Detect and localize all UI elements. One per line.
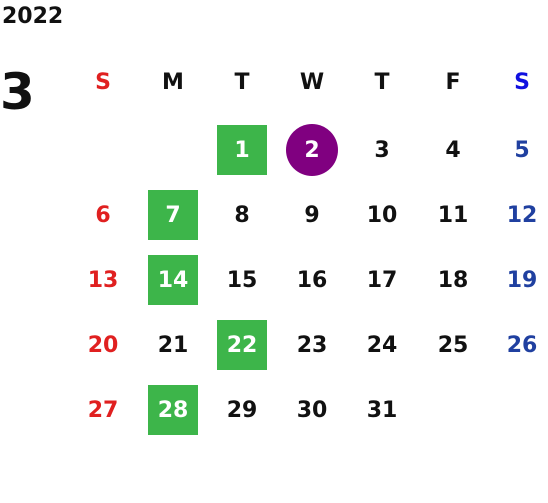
weekday-header-saturday: S <box>514 69 530 95</box>
day-cell[interactable]: 26 <box>492 320 548 370</box>
month-label: 3 <box>0 63 35 121</box>
day-cell-highlighted[interactable]: 7 <box>143 190 203 240</box>
day-cell[interactable]: 12 <box>492 190 548 240</box>
day-number: 4 <box>445 137 461 163</box>
day-number: 30 <box>296 397 328 423</box>
day-number: 8 <box>234 202 250 228</box>
day-cell[interactable]: 13 <box>73 255 133 305</box>
weekday-header-sunday: S <box>95 69 111 95</box>
day-number: 25 <box>437 332 469 358</box>
day-number: 11 <box>437 202 469 228</box>
day-number: 26 <box>506 332 538 358</box>
day-cell-highlighted[interactable]: 22 <box>212 320 272 370</box>
day-cell[interactable]: 27 <box>73 385 133 435</box>
day-number: 7 <box>165 202 181 228</box>
day-cell[interactable]: 19 <box>492 255 548 305</box>
day-cell[interactable]: 23 <box>282 320 342 370</box>
day-cell-highlighted[interactable]: 1 <box>212 125 272 175</box>
day-cell[interactable]: 24 <box>352 320 412 370</box>
day-cell[interactable]: 10 <box>352 190 412 240</box>
day-cell[interactable]: 15 <box>212 255 272 305</box>
day-number: 5 <box>514 137 530 163</box>
day-number: 3 <box>374 137 390 163</box>
day-number: 29 <box>226 397 258 423</box>
day-number: 14 <box>157 267 189 293</box>
day-number: 21 <box>157 332 189 358</box>
day-number: 20 <box>87 332 119 358</box>
day-number: 17 <box>366 267 398 293</box>
weekday-header-monday: M <box>162 69 184 95</box>
day-number: 28 <box>157 397 189 423</box>
day-cell[interactable]: 6 <box>73 190 133 240</box>
day-cell-today[interactable]: 2 <box>282 124 342 176</box>
day-number: 10 <box>366 202 398 228</box>
weekday-header-thursday: T <box>374 69 390 95</box>
day-cell[interactable]: 16 <box>282 255 342 305</box>
day-number: 27 <box>87 397 119 423</box>
day-cell-highlighted[interactable]: 14 <box>143 255 203 305</box>
day-cell[interactable]: 30 <box>282 385 342 435</box>
day-cell[interactable]: 3 <box>352 125 412 175</box>
day-number: 16 <box>296 267 328 293</box>
day-number: 15 <box>226 267 258 293</box>
day-cell[interactable]: 8 <box>212 190 272 240</box>
day-cell[interactable]: 17 <box>352 255 412 305</box>
weekday-header-friday: F <box>445 69 461 95</box>
day-number: 24 <box>366 332 398 358</box>
day-cell[interactable]: 5 <box>492 125 548 175</box>
day-number: 23 <box>296 332 328 358</box>
weekday-header-tuesday: T <box>234 69 250 95</box>
day-cell[interactable]: 18 <box>423 255 483 305</box>
day-cell[interactable]: 25 <box>423 320 483 370</box>
day-cell-highlighted[interactable]: 28 <box>143 385 203 435</box>
day-cell[interactable]: 20 <box>73 320 133 370</box>
day-number: 31 <box>366 397 398 423</box>
day-number: 6 <box>95 202 111 228</box>
day-number: 2 <box>304 137 320 163</box>
weekday-header-wednesday: W <box>299 69 325 95</box>
day-cell[interactable]: 4 <box>423 125 483 175</box>
day-number: 22 <box>226 332 258 358</box>
day-cell[interactable]: 9 <box>282 190 342 240</box>
day-number: 13 <box>87 267 119 293</box>
day-number: 19 <box>506 267 538 293</box>
day-cell[interactable]: 31 <box>352 385 412 435</box>
day-number: 9 <box>304 202 320 228</box>
year-label: 2022 <box>2 4 64 29</box>
day-number: 18 <box>437 267 469 293</box>
day-cell[interactable]: 29 <box>212 385 272 435</box>
day-cell[interactable]: 11 <box>423 190 483 240</box>
day-cell[interactable]: 21 <box>143 320 203 370</box>
day-number: 12 <box>506 202 538 228</box>
day-number: 1 <box>234 137 250 163</box>
